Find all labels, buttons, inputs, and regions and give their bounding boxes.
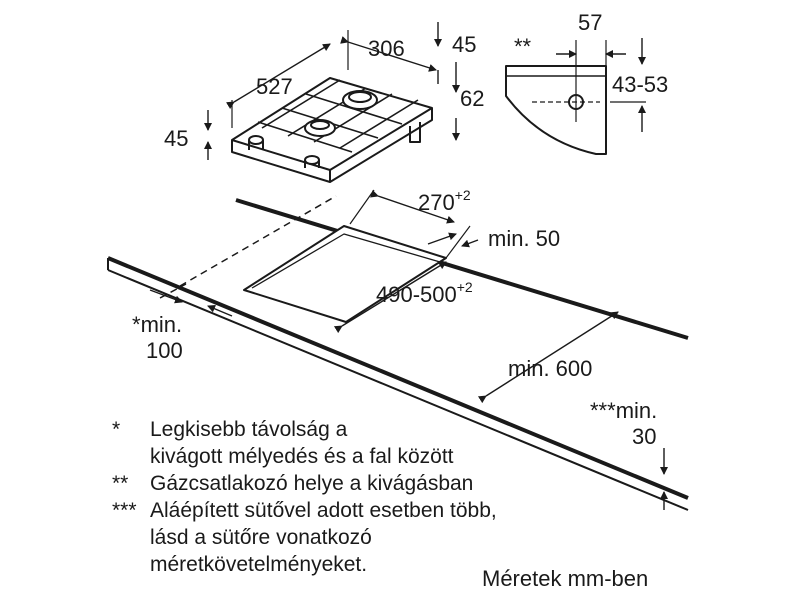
legend-text: Legkisebb távolság a kivágott mélyedés é… bbox=[150, 416, 632, 470]
dim-min-front: ***min. bbox=[590, 398, 657, 423]
dim-min-side: *min. bbox=[132, 312, 182, 337]
dim-min-side-mark: * bbox=[132, 312, 141, 337]
dim-min-front-mark: *** bbox=[590, 398, 616, 423]
legend-item: ** Gázcsatlakozó helye a kivágásban bbox=[112, 470, 632, 497]
dim-hob-height: 45 bbox=[452, 32, 476, 57]
dim-cutout-depth-value: 490-500 bbox=[376, 282, 457, 307]
legend-text: Aláépített sütővel adott esetben több, l… bbox=[150, 497, 632, 578]
legend-line: lásd a sütőre vonatkozó bbox=[150, 526, 372, 549]
units-note: Méretek mm-ben bbox=[482, 566, 649, 591]
dim-side-height: 62 bbox=[460, 86, 484, 111]
legend-line: méretkövetelményeket. bbox=[150, 553, 368, 576]
dim-cutout-depth: 490-500+2 bbox=[376, 279, 473, 307]
legend-line: Aláépített sütővel adott esetben több, bbox=[150, 499, 497, 522]
legend-item: * Legkisebb távolság a kivágott mélyedés… bbox=[112, 416, 632, 470]
worktop-drawing bbox=[107, 189, 689, 511]
legend-line: Legkisebb távolság a bbox=[150, 418, 348, 441]
legend-line: Gázcsatlakozó helye a kivágásban bbox=[150, 472, 474, 495]
dim-connector-range: 43-53 bbox=[612, 72, 668, 97]
dim-min-depth: min. 600 bbox=[508, 356, 592, 381]
dim-min-back: min. 50 bbox=[488, 226, 560, 251]
connector-mark: ** bbox=[514, 34, 532, 59]
connector-section bbox=[505, 38, 646, 155]
dim-min-side-label: min. bbox=[141, 312, 183, 337]
dim-connector-offset: 57 bbox=[578, 10, 602, 35]
dim-cutout-width-value: 270 bbox=[418, 190, 455, 215]
dim-burner-height: 45 bbox=[164, 126, 188, 151]
legend-mark: ** bbox=[112, 472, 129, 495]
legend-mark: *** bbox=[112, 499, 137, 522]
dim-min-front-label: min. bbox=[616, 398, 658, 423]
dim-hob-depth: 527 bbox=[256, 74, 293, 99]
legend: * Legkisebb távolság a kivágott mélyedés… bbox=[112, 416, 632, 578]
dim-cutout-width-tol: +2 bbox=[455, 187, 471, 203]
legend-line: kivágott mélyedés és a fal között bbox=[150, 445, 454, 468]
dim-min-side-value: 100 bbox=[146, 338, 183, 363]
dim-min-front-value: 30 bbox=[632, 424, 656, 449]
dim-cutout-depth-tol: +2 bbox=[457, 279, 473, 295]
legend-item: *** Aláépített sütővel adott esetben töb… bbox=[112, 497, 632, 578]
hob-drawing bbox=[204, 22, 460, 183]
dim-cutout-width: 270+2 bbox=[418, 187, 471, 215]
dim-hob-width: 306 bbox=[368, 36, 405, 61]
legend-mark: * bbox=[112, 418, 121, 441]
legend-text: Gázcsatlakozó helye a kivágásban bbox=[150, 470, 632, 497]
